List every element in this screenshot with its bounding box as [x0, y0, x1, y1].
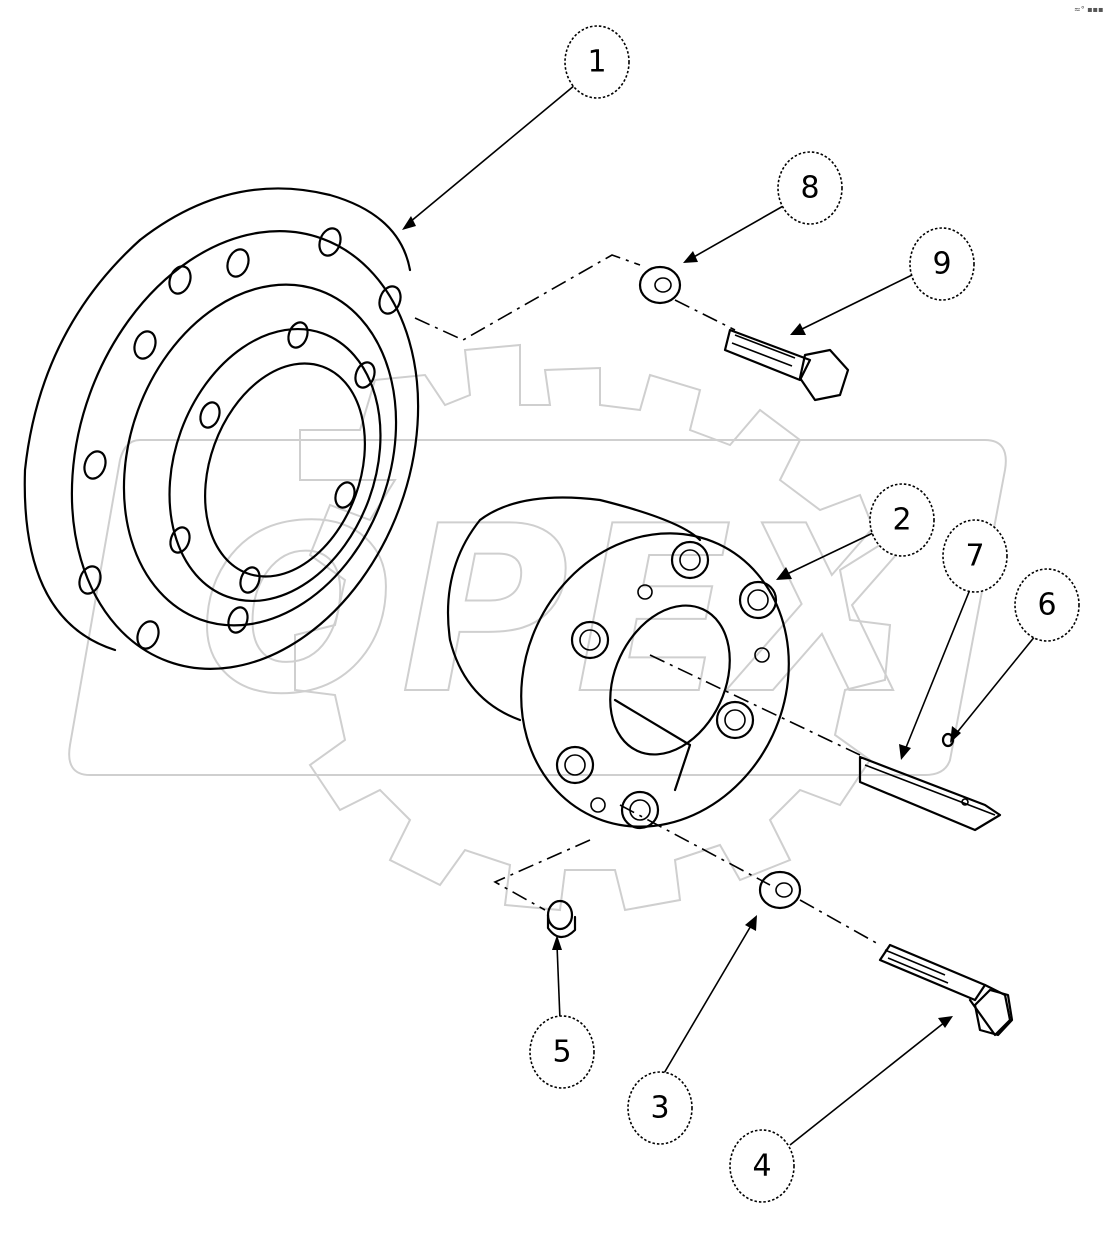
callout-2: 2 — [869, 483, 935, 557]
flange-bore — [204, 362, 366, 578]
part-3-washer — [758, 870, 802, 910]
watermark-gear-outline — [294, 343, 892, 912]
flange-outer-rim — [138, 187, 412, 272]
callout-5: 5 — [529, 1015, 595, 1089]
callout-9: 9 — [909, 227, 975, 301]
callout-5-label: 5 — [552, 1035, 571, 1070]
part-1-flange — [23, 187, 420, 670]
callout-8-label: 8 — [800, 171, 819, 206]
flange-outer-bolt-holes — [78, 227, 402, 650]
hub-bolt-holes — [555, 540, 778, 830]
part-9-bolt — [723, 328, 850, 402]
callout-8: 8 — [777, 151, 843, 225]
part-5-pin — [546, 899, 577, 939]
watermark-badge-outline — [68, 439, 1007, 776]
assembly-lines — [414, 254, 881, 946]
flange-face — [70, 230, 420, 670]
callout-3: 3 — [627, 1071, 693, 1145]
hub-body-outline — [446, 496, 702, 722]
callout-6-label: 6 — [1037, 588, 1056, 623]
part-8-washer — [638, 265, 682, 305]
flange-side-edge — [23, 238, 142, 652]
callout-1-label: 1 — [587, 45, 606, 80]
callout-7-label: 7 — [965, 539, 984, 574]
flange-inner-ring — [122, 283, 398, 627]
part-7-key — [858, 755, 1002, 832]
flange-inner-bolt-holes — [169, 321, 376, 634]
callout-2-label: 2 — [892, 503, 911, 538]
leader-lines — [402, 84, 1041, 1146]
hub-bore — [609, 604, 731, 756]
callout-9-label: 9 — [932, 247, 951, 282]
part-2-hub — [446, 496, 790, 830]
hub-keyway-slot — [613, 698, 692, 792]
callout-4: 4 — [729, 1129, 795, 1203]
callout-1: 1 — [564, 25, 630, 99]
hub-face — [520, 532, 790, 828]
watermark-text: OPEX — [199, 478, 925, 745]
callout-6: 6 — [1014, 568, 1080, 642]
callout-7: 7 — [942, 519, 1008, 593]
callout-4-label: 4 — [752, 1149, 771, 1184]
watermark-logo: OPEX — [68, 343, 1007, 912]
corner-mark: ≈° ▪▪▪ — [1074, 5, 1104, 14]
part-4-bolt — [878, 943, 1014, 1037]
flange-hub-ring — [168, 327, 382, 603]
callout-3-label: 3 — [650, 1091, 669, 1126]
